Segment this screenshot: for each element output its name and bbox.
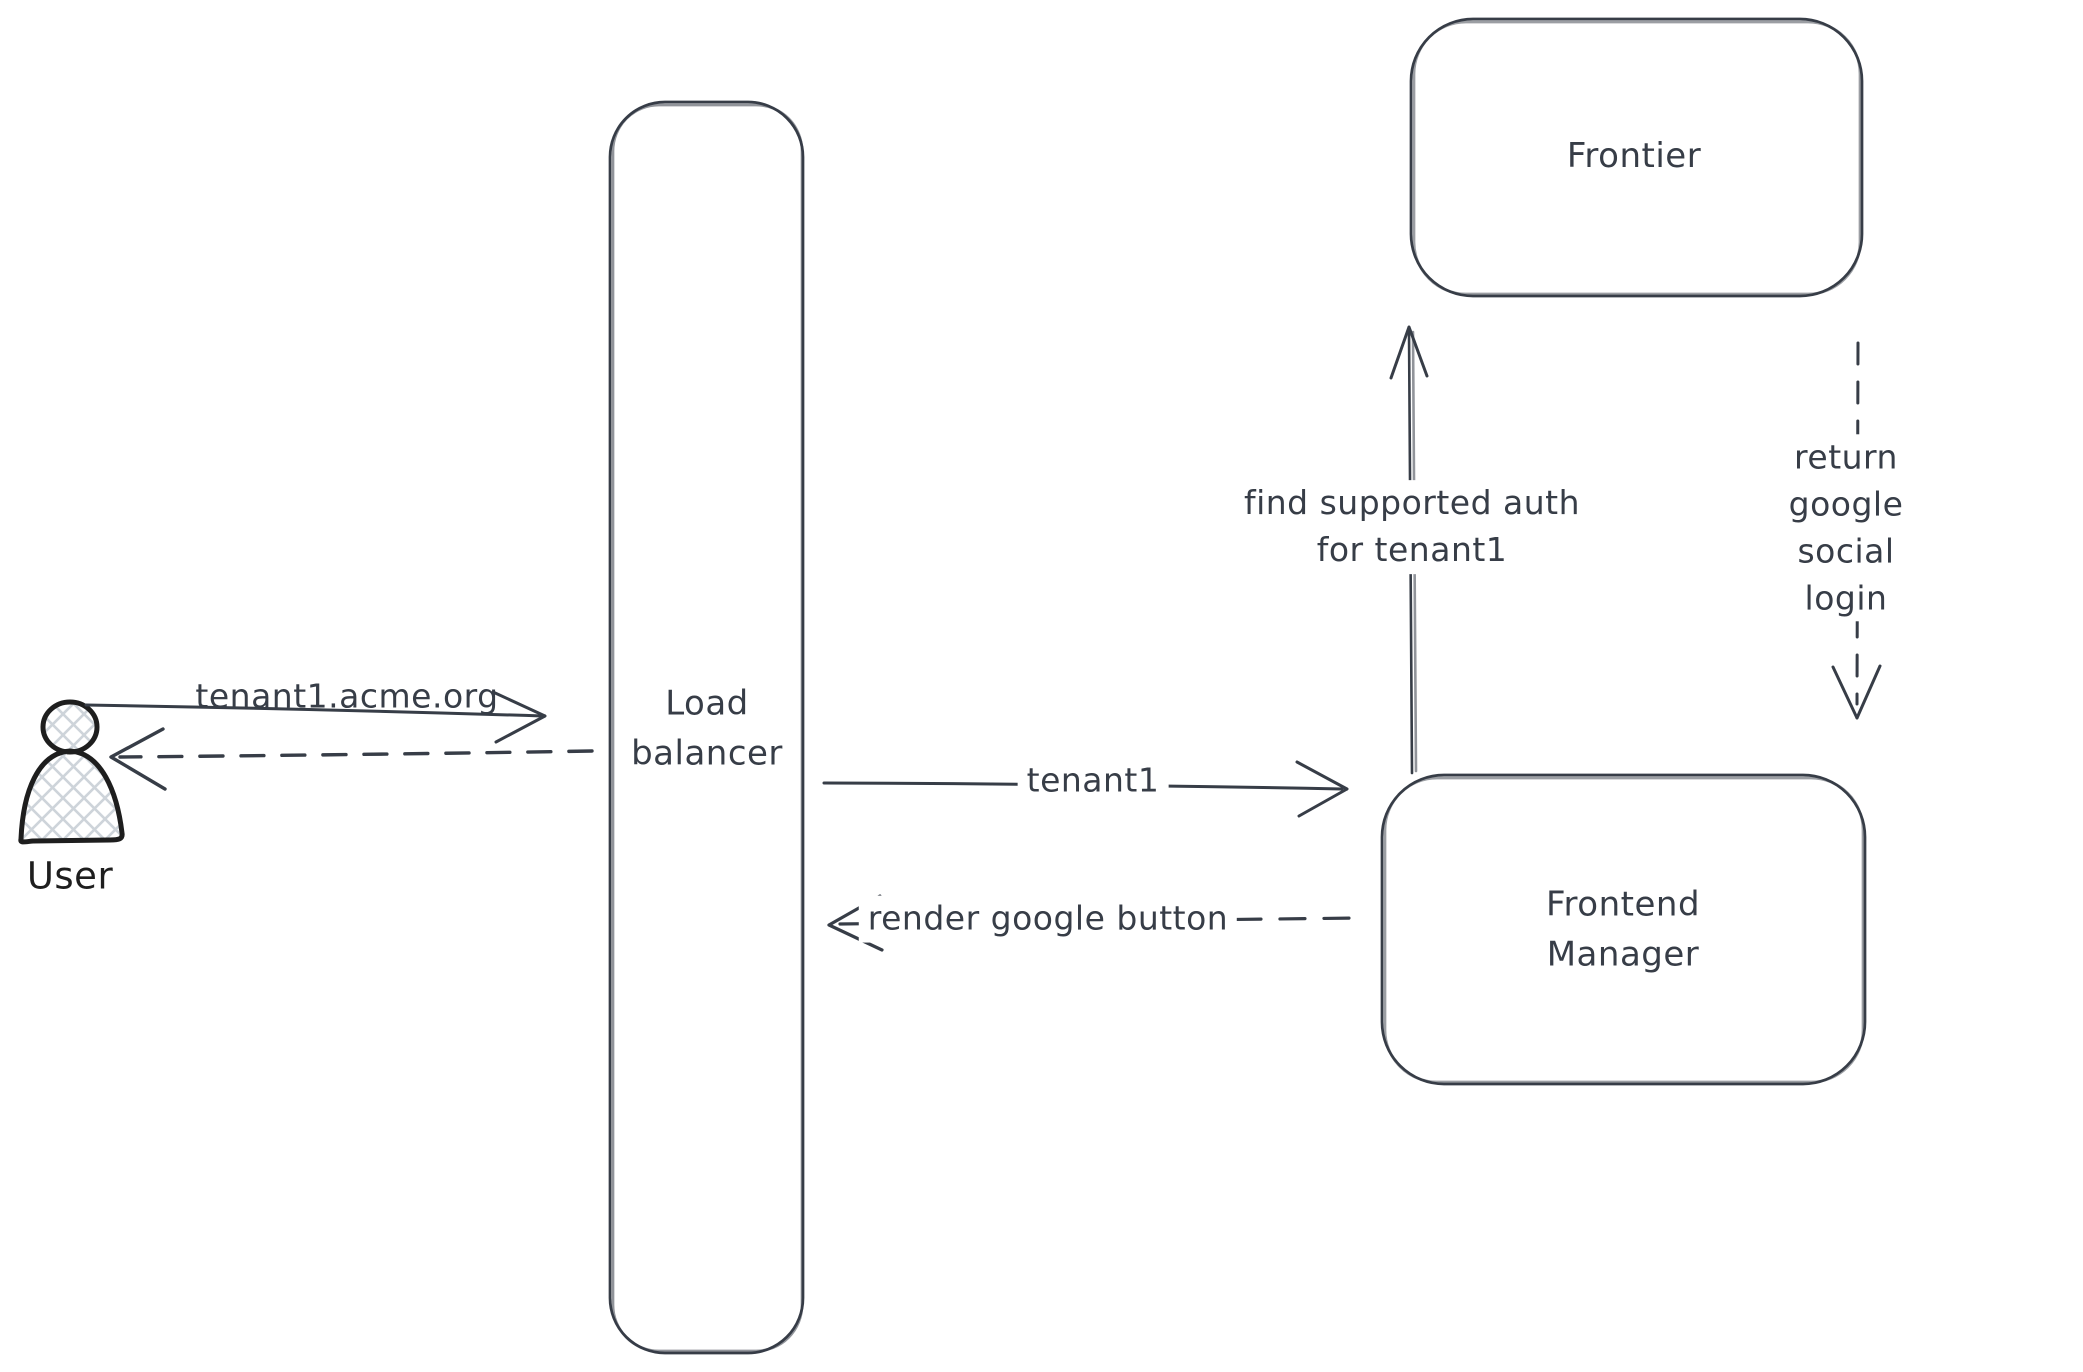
arrowhead-left-icon [109, 727, 167, 791]
frontend-manager-label: Frontend Manager [1545, 884, 1701, 975]
user-head [40, 699, 100, 755]
arrow-response-to-user [109, 727, 594, 791]
edge-label-render-google-button: render google button [858, 895, 1238, 943]
load-balancer-box [608, 100, 805, 1355]
edge-label-tenant1-acme-org: tenant1.acme.org [195, 676, 499, 716]
user-label: User [26, 854, 114, 898]
arrowhead-down-icon [1831, 664, 1882, 720]
frontier-box [1409, 17, 1864, 298]
arrowhead-right-icon [1295, 760, 1349, 818]
user-icon [18, 699, 125, 845]
arrow-tenant1-acme-org [84, 690, 547, 744]
frontier-label: Frontier [1566, 135, 1702, 176]
load-balancer-label: Load balancer [631, 683, 783, 774]
edge-label-tenant1: tenant1 [1017, 757, 1169, 805]
arrow-return-google-social-login [1831, 341, 1882, 720]
frontend-manager-box [1380, 773, 1867, 1086]
user-body [18, 748, 125, 845]
edge-label-return-google-social-login: return google social login [1727, 434, 1965, 622]
arrowhead-up-icon [1389, 325, 1429, 380]
edge-label-find-supported-auth: find supported auth for tenant1 [1234, 480, 1590, 574]
arrowhead-right-icon [491, 690, 547, 744]
